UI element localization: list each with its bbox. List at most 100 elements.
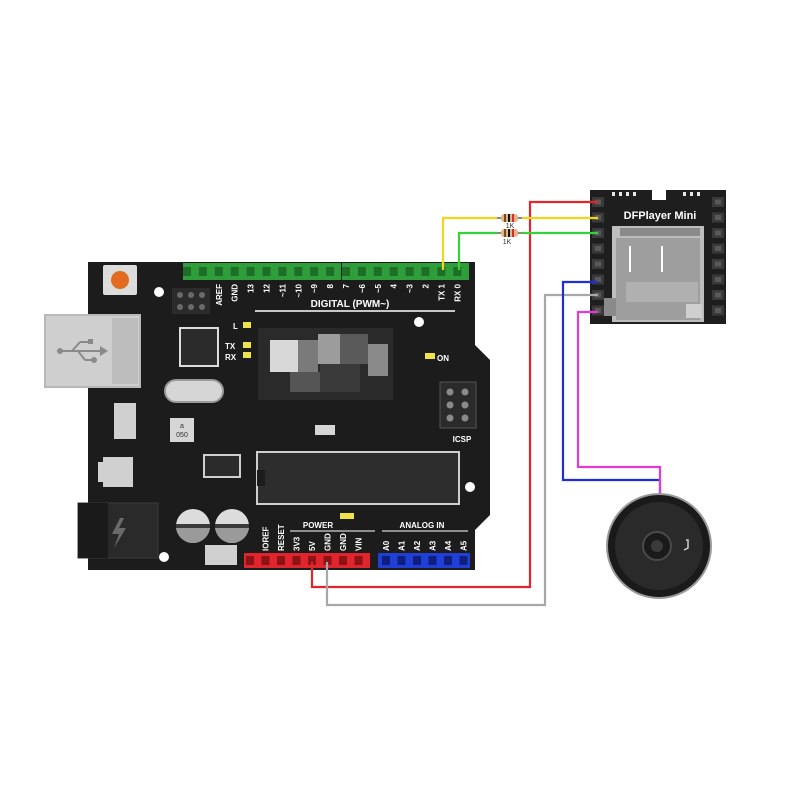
smd-component — [315, 425, 335, 435]
power-pin-label: IOREF — [262, 526, 271, 551]
analog-pin-socket[interactable] — [397, 556, 406, 565]
power-pin-label: 5V — [308, 541, 317, 551]
digital-pin-socket[interactable] — [421, 267, 430, 276]
led-label-tx: TX — [225, 342, 236, 351]
mounting-hole — [414, 317, 424, 327]
digital-pin-label: 7 — [342, 283, 351, 288]
led-l — [243, 322, 251, 328]
resistor-2: 1K — [497, 229, 522, 246]
digital-pin-socket[interactable] — [453, 267, 462, 276]
analog-pin-socket[interactable] — [382, 556, 390, 565]
speaker-icon — [606, 493, 712, 599]
power-pin-socket[interactable] — [246, 556, 254, 565]
dfplayer-pin-hole — [715, 261, 721, 267]
usb-chip — [179, 327, 219, 367]
capacitor — [215, 509, 249, 543]
digital-pin-label: 13 — [247, 283, 256, 292]
analog-pin-socket[interactable] — [459, 556, 468, 565]
analog-pin-socket[interactable] — [444, 556, 452, 565]
digital-pin-socket[interactable] — [326, 267, 335, 276]
dfplayer-pin-hole — [715, 230, 721, 236]
dfplayer-pin-hole — [595, 277, 601, 282]
power-pin-label: GND — [339, 533, 348, 551]
wire-red-5v-vcc — [310, 200, 598, 589]
digital-pin-socket[interactable] — [357, 267, 366, 276]
analog-header-block — [378, 553, 470, 568]
digital-pin-socket[interactable] — [342, 267, 350, 276]
reset-button[interactable] — [111, 271, 129, 289]
icsp-header — [439, 381, 477, 429]
dfplayer-right-pins — [712, 197, 724, 316]
analog-pin-label: A4 — [444, 540, 453, 551]
power-pin-socket[interactable] — [292, 556, 301, 565]
dfplayer-pin-hole — [595, 261, 601, 267]
power-pin-socket[interactable] — [339, 556, 347, 565]
power-pin-label: 3V3 — [293, 536, 302, 551]
digital-header-block-2 — [342, 263, 469, 280]
dfplayer-mini-module: DFPlayer Mini — [590, 190, 726, 324]
power-pin-label: RESET — [277, 524, 286, 551]
digital-pin-label: 4 — [390, 283, 399, 288]
power-label: POWER — [303, 521, 333, 530]
power-pin-label: GND — [324, 533, 333, 551]
power-pin-socket[interactable] — [308, 556, 316, 565]
digital-label: DIGITAL (PWM~) — [311, 299, 390, 310]
power-pin-socket[interactable] — [261, 556, 270, 565]
atmega-chip — [256, 451, 460, 505]
small-chip — [170, 418, 194, 442]
digital-pin-label: TX 1 — [437, 283, 446, 300]
dfplayer-top-pads — [612, 192, 700, 196]
dfplayer-title: DFPlayer Mini — [624, 210, 697, 222]
analog-pin-socket[interactable] — [428, 556, 437, 565]
digital-pin-socket[interactable] — [437, 267, 446, 276]
led-label-l: L — [233, 322, 238, 331]
resistor-2-label: 1K — [503, 239, 512, 246]
wire-green-rx — [457, 231, 497, 270]
power-pin-socket[interactable] — [354, 556, 363, 565]
power-pin-labels: IOREF RESET 3V3 5V GND GND VIN — [262, 524, 364, 551]
digital-pin-label: 8 — [326, 283, 335, 288]
power-header — [244, 553, 370, 568]
digital-pin-socket[interactable] — [183, 267, 191, 276]
usb-icon — [57, 339, 108, 363]
dfplayer-pin-hole — [715, 292, 721, 298]
power-header-block — [244, 553, 370, 568]
analog-header — [378, 553, 470, 568]
digital-pin-label: ~6 — [358, 283, 367, 293]
digital-pin-socket[interactable] — [405, 267, 414, 276]
digital-pin-socket[interactable] — [214, 267, 223, 276]
mounting-hole — [154, 287, 164, 297]
led-tx — [243, 342, 251, 348]
analog-pin-label: A2 — [413, 540, 422, 551]
digital-pin-label: ~10 — [294, 283, 303, 297]
digital-pin-socket[interactable] — [198, 267, 207, 276]
digital-pin-socket[interactable] — [294, 267, 303, 276]
digital-pin-socket[interactable] — [373, 267, 382, 276]
analog-pin-label: A1 — [398, 540, 407, 551]
on-led — [425, 353, 435, 359]
crystal-oscillator — [164, 379, 224, 403]
digital-pin-socket[interactable] — [230, 267, 239, 276]
power-pin-socket[interactable] — [323, 556, 332, 565]
wires — [310, 200, 662, 607]
resistor-1-label: 1K — [506, 223, 515, 230]
digital-pin-socket[interactable] — [278, 267, 287, 276]
analog-label: ANALOG IN — [400, 521, 445, 530]
dfplayer-pin-hole — [595, 308, 601, 313]
digital-pin-socket[interactable] — [246, 267, 255, 276]
analog-pin-label: A3 — [429, 540, 438, 551]
8-pin-chip — [203, 454, 241, 478]
wire-yellow-tx — [441, 216, 497, 270]
digital-pin-socket[interactable] — [310, 267, 319, 276]
analog-pin-socket[interactable] — [413, 556, 421, 565]
power-pin-label: VIN — [355, 537, 364, 551]
digital-pin-socket[interactable] — [262, 267, 271, 276]
dfplayer-pin-hole — [715, 277, 721, 282]
led-label-rx: RX — [225, 353, 237, 362]
sd-card-slot — [604, 226, 704, 322]
digital-pin-socket[interactable] — [389, 267, 398, 276]
power-pin-socket[interactable] — [277, 556, 285, 565]
resistor-1: 1K — [497, 214, 522, 230]
